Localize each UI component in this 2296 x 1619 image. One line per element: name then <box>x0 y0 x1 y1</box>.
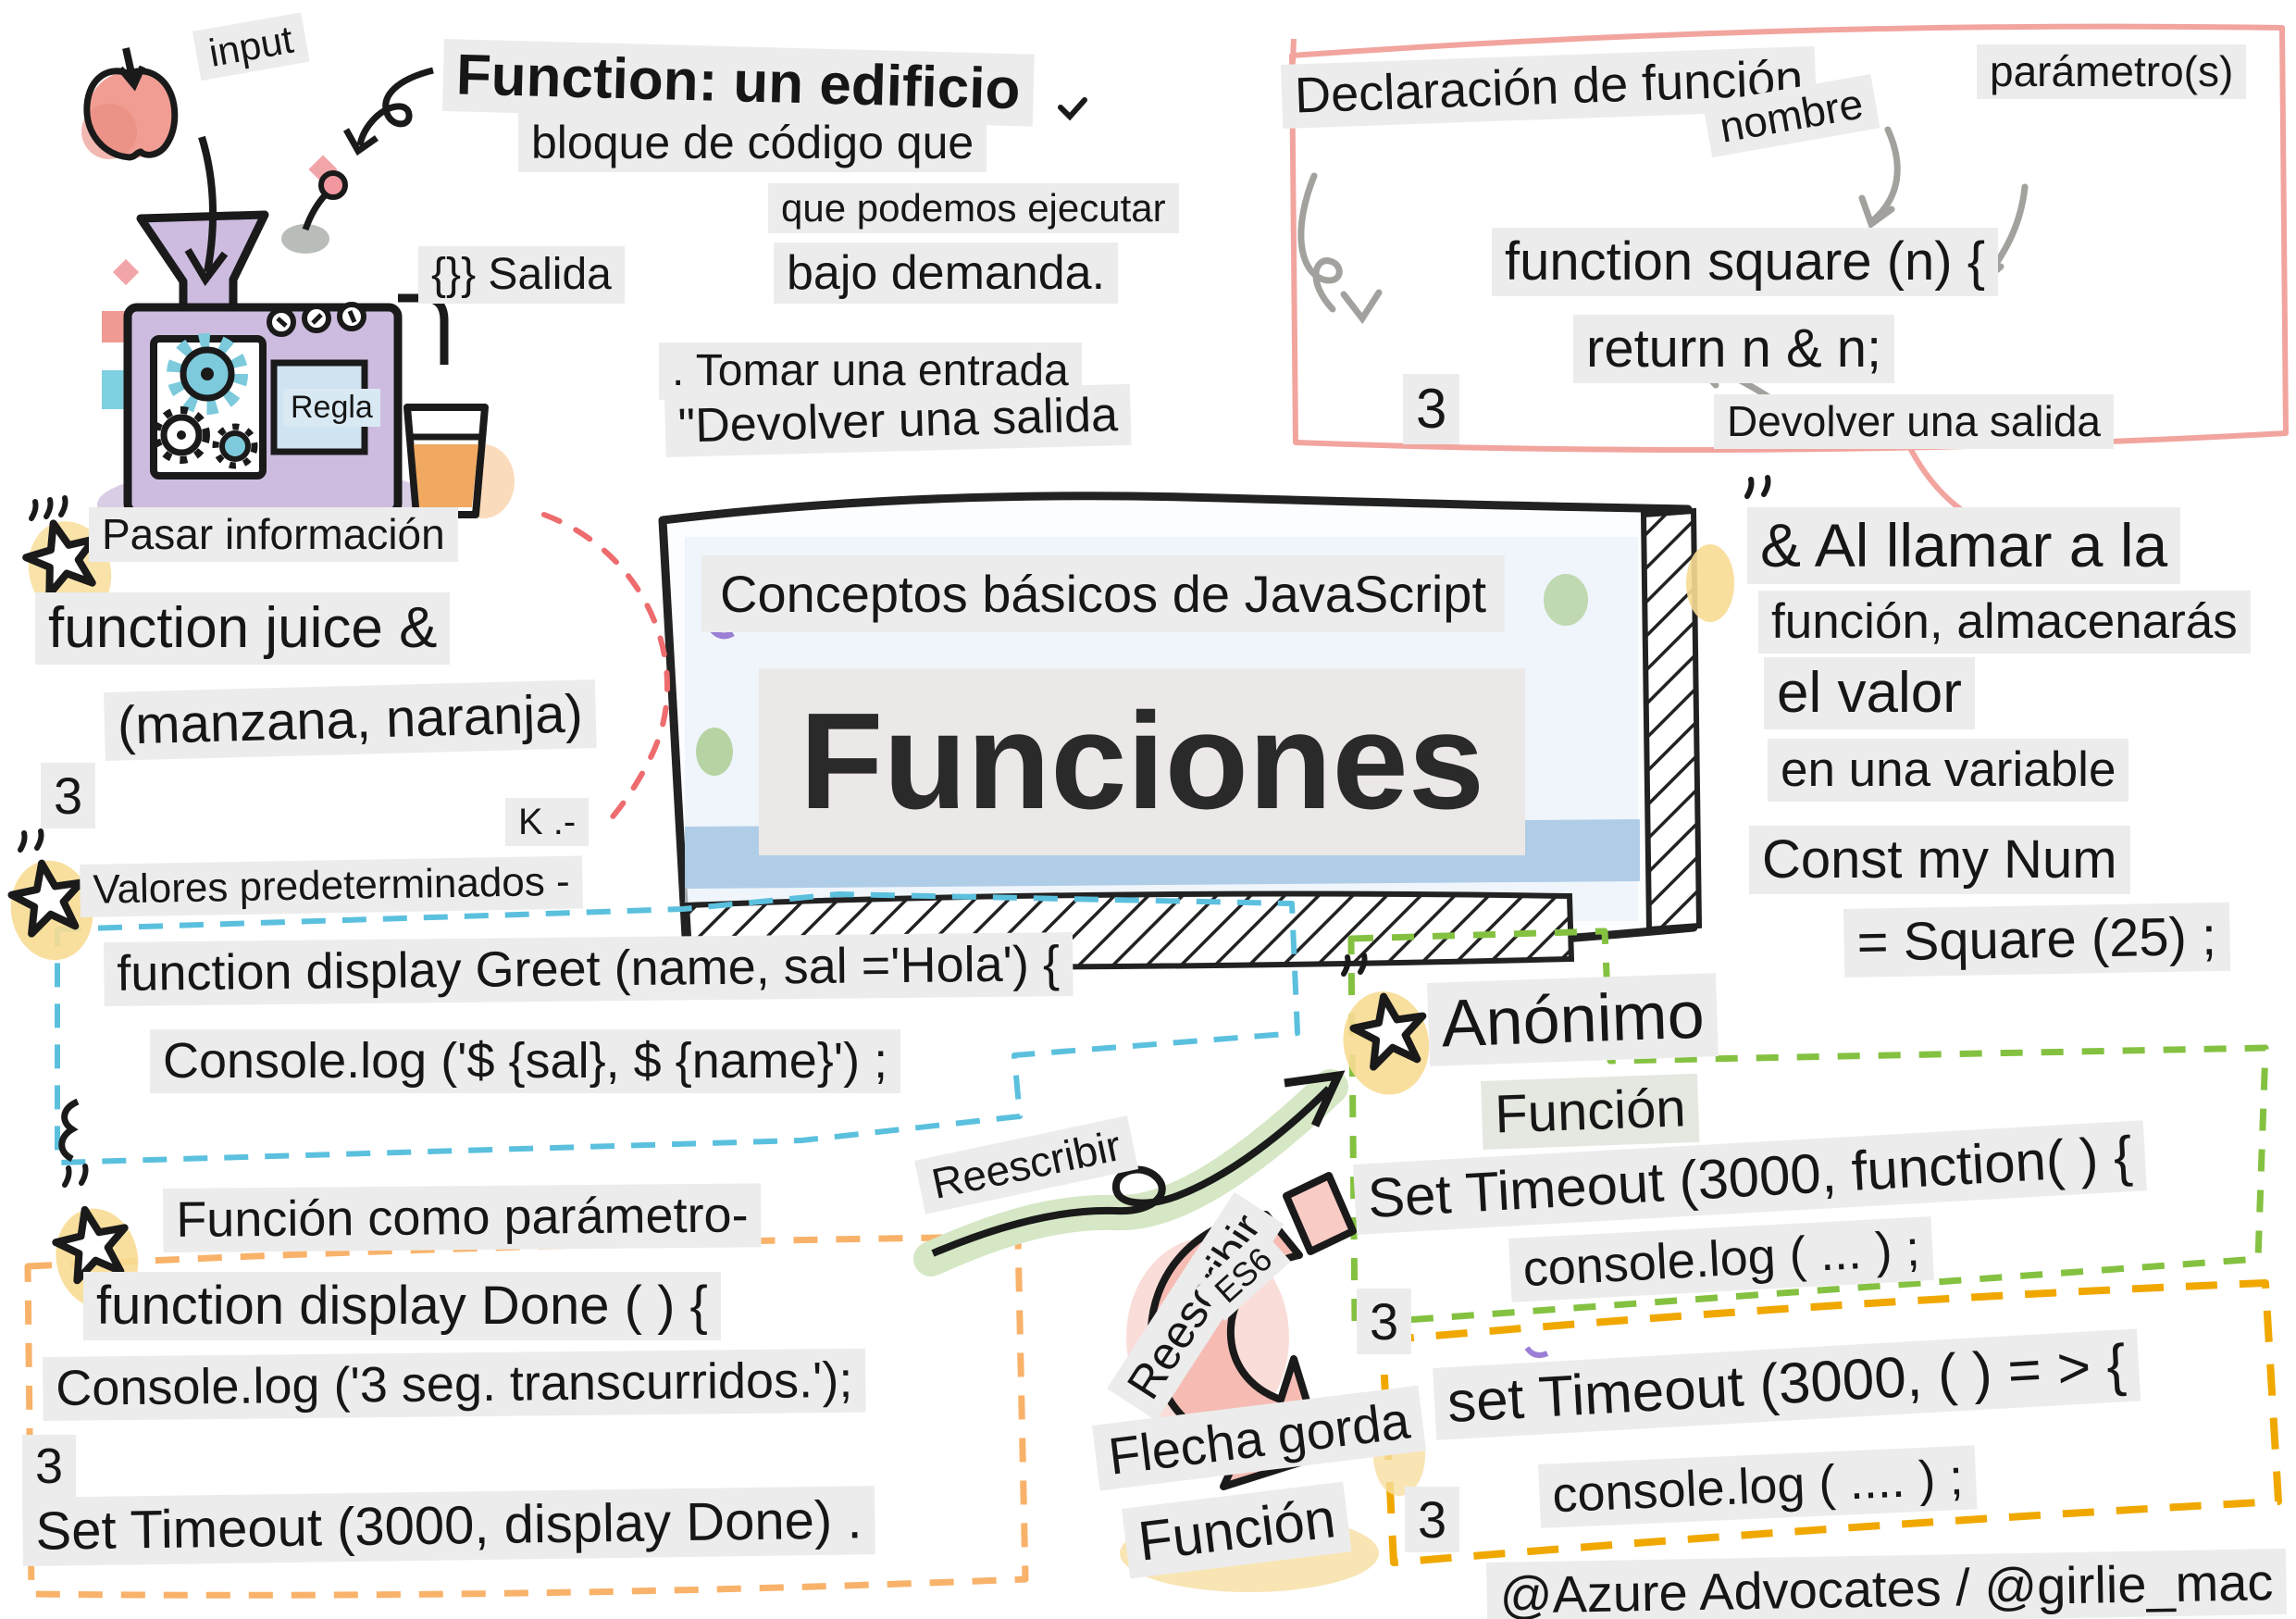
apple-to-machine-arrow <box>184 135 229 287</box>
intro-line2: que podemos ejecutar <box>768 183 1179 234</box>
call-code-line1: Const my Num <box>1749 826 2130 894</box>
defaults-code-line1: function display Greet (name, sal ='Hola… <box>104 932 1074 1006</box>
stem-arrowhead <box>118 65 146 92</box>
quote-ticks <box>18 97 1771 1188</box>
intro-line3: bajo demanda. <box>774 243 1119 305</box>
defaults-heading: Valores predeterminados - <box>80 855 584 917</box>
salida-label: {}} Salida <box>418 246 625 304</box>
param-code-line3: Set Timeout (3000, display Done) . <box>22 1486 875 1566</box>
pass-info-code-line1: function juice & <box>35 592 451 666</box>
juice-glass-icon <box>403 404 515 518</box>
call-code-line2: = Square (25) ; <box>1843 902 2230 978</box>
arrowhead <box>1858 194 1895 230</box>
pass-info-curve <box>541 512 670 832</box>
declaration-parametros: parámetro(s) <box>1977 44 2247 100</box>
side-tab <box>102 311 128 342</box>
gear-icon <box>219 430 251 462</box>
yellow-blob <box>1686 544 1734 622</box>
arrow-fragment <box>1283 1172 1357 1255</box>
call-line2: función, almacenarás <box>1758 591 2251 654</box>
call-line3: el valor <box>1764 657 1975 730</box>
param-frame <box>24 1233 1029 1599</box>
brace-squiggle <box>58 1098 80 1163</box>
arrow-fn-frame <box>1379 1279 2282 1566</box>
star-icon <box>1343 991 1430 1095</box>
board-title: Funciones <box>759 668 1526 855</box>
param-code-line1: function display Done ( ) { <box>83 1272 721 1340</box>
juicer-machine-icon <box>97 155 449 543</box>
declaration-code-line2: return n & n; <box>1573 315 1895 383</box>
pass-info-heading: Pasar información <box>89 507 458 563</box>
green-spot <box>1544 574 1588 626</box>
call-line1: & Al llamar a la <box>1747 507 2181 585</box>
arrow-fn-closing-brace: 3 <box>1405 1487 1460 1553</box>
anonymous-closing-brace: 3 <box>1357 1289 1412 1355</box>
pink-diamond <box>112 258 140 286</box>
pass-info-note: K .- <box>505 798 590 846</box>
green-spot <box>696 728 733 776</box>
regla-label: Regla <box>283 389 380 427</box>
param-closing-brace: 3 <box>22 1435 77 1499</box>
side-tab <box>102 370 128 409</box>
pass-info-code-line2: (manzana, naranja) <box>104 679 597 761</box>
star-icon <box>7 859 93 961</box>
param-heading: Función como parámetro- <box>163 1183 762 1252</box>
heading-to-machine-arrow <box>342 67 434 156</box>
declaration-return-note: Devolver una salida <box>1714 394 2115 450</box>
intro-line1: bloque de código que <box>518 113 987 172</box>
funnel <box>136 210 269 314</box>
pink-connector <box>1905 442 1967 516</box>
arrowhead <box>1340 289 1383 325</box>
anonymous-heading: Anónimo <box>1427 973 1719 1067</box>
board-subtitle: Conceptos básicos de JavaScript <box>701 555 1505 633</box>
purple-tick <box>1524 1346 1549 1358</box>
intro-line5: "Devolver una salida <box>664 383 1132 458</box>
antenna-ball <box>318 170 348 200</box>
board-right-hatch <box>1640 507 1703 933</box>
defaults-code-line2: Console.log ('$ {sal}, $ {name}') ; <box>150 1029 901 1093</box>
declaration-code-line1: function square (n) { <box>1492 228 1999 296</box>
apple-icon <box>81 47 179 161</box>
param-code-line2: Console.log ('3 seg. transcurridos.'); <box>43 1348 866 1421</box>
defaults-frame <box>55 891 1300 1165</box>
anonymous-frame <box>1347 928 2269 1327</box>
call-line4: en una variable <box>1768 739 2129 802</box>
arrowhead <box>1284 1070 1346 1127</box>
output-pipe <box>398 293 449 365</box>
anonymous-subheading: Función <box>1481 1073 1700 1150</box>
declaration-closing-brace: 3 <box>1403 374 1460 444</box>
pass-info-closing-brace: 3 <box>41 763 96 829</box>
